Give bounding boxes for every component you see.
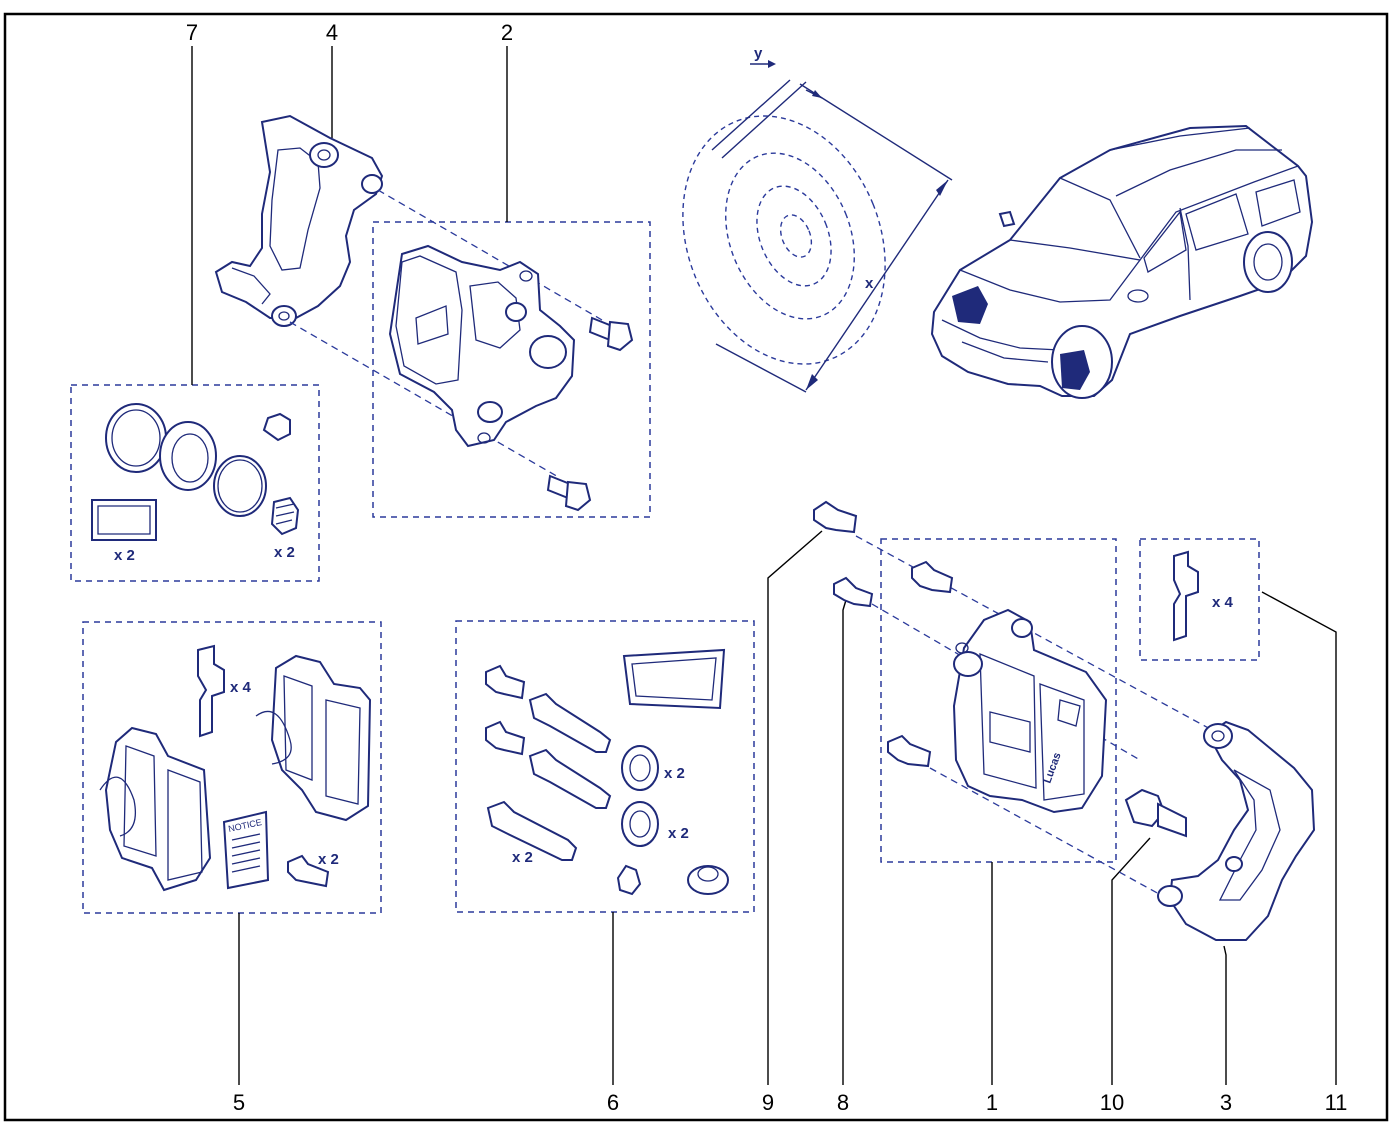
- caliper-2-bolt-lower: [546, 474, 592, 512]
- callout-6: 6: [607, 1090, 619, 1115]
- callout-5: 5: [233, 1090, 245, 1115]
- leader-11: [1261, 591, 1337, 1085]
- qty-pin-boot-b: x 2: [668, 825, 689, 842]
- qty-seal-boot: x 2: [274, 544, 295, 561]
- callout-11: 11: [1325, 1090, 1348, 1115]
- brake-pads-kit-5: [99, 644, 372, 892]
- seal-kit-7: [91, 403, 300, 541]
- guide-line-lower-bottom: [929, 767, 1171, 901]
- qty-pad-screw: x 2: [318, 851, 339, 868]
- guide-pins-kit-6: [485, 648, 729, 896]
- leader-10: [1111, 837, 1151, 1085]
- spring-clip-box: [1139, 538, 1260, 661]
- qty-spring-clip: x 4: [1212, 594, 1234, 611]
- hex-bolt-10: [1124, 788, 1187, 838]
- caliper-2-bolt-upper: [588, 316, 634, 352]
- caliper-2: [388, 244, 576, 448]
- front-right-wheel-highlight: [1060, 350, 1090, 390]
- front-left-wheel-highlight: [952, 286, 988, 324]
- callout-3: 3: [1220, 1090, 1232, 1115]
- brake-disc: [682, 60, 953, 393]
- leader-9: [767, 530, 823, 1085]
- callout-9: 9: [762, 1090, 774, 1115]
- callout-7: 7: [186, 20, 198, 45]
- bleed-screw-8: [833, 576, 874, 608]
- spring-clip-11: [1173, 550, 1199, 642]
- caliper-bracket-3: [1157, 720, 1316, 941]
- leader-3: [1223, 945, 1227, 1085]
- callout-10: 10: [1100, 1090, 1124, 1115]
- outer-frame: [3, 12, 1389, 1122]
- callout-8: 8: [837, 1090, 849, 1115]
- guide-line-lower-upper: [855, 535, 1213, 731]
- qty-pin-boot-a: x 2: [664, 765, 685, 782]
- seal-kit-box: [70, 384, 320, 582]
- brake-pads-box: [82, 621, 382, 914]
- callout-2: 2: [501, 20, 513, 45]
- dimension-y-label: y: [754, 45, 763, 62]
- qty-pad-clip: x 4: [230, 679, 252, 696]
- caliper-1-box: [880, 538, 1117, 863]
- guide-pins-box: [455, 620, 755, 913]
- car-illustration: [930, 124, 1314, 399]
- dimension-x-label: x: [865, 275, 874, 292]
- guide-line-lower: [289, 321, 561, 479]
- qty-seal-pouch: x 2: [114, 547, 135, 564]
- leader-8: [842, 599, 847, 1085]
- callout-1: 1: [986, 1090, 998, 1115]
- callout-4: 4: [326, 20, 338, 45]
- caliper-bracket-4: [214, 114, 384, 327]
- caliper-1: [887, 560, 1108, 814]
- qty-pin: x 2: [512, 849, 533, 866]
- bolt-9: [813, 500, 858, 534]
